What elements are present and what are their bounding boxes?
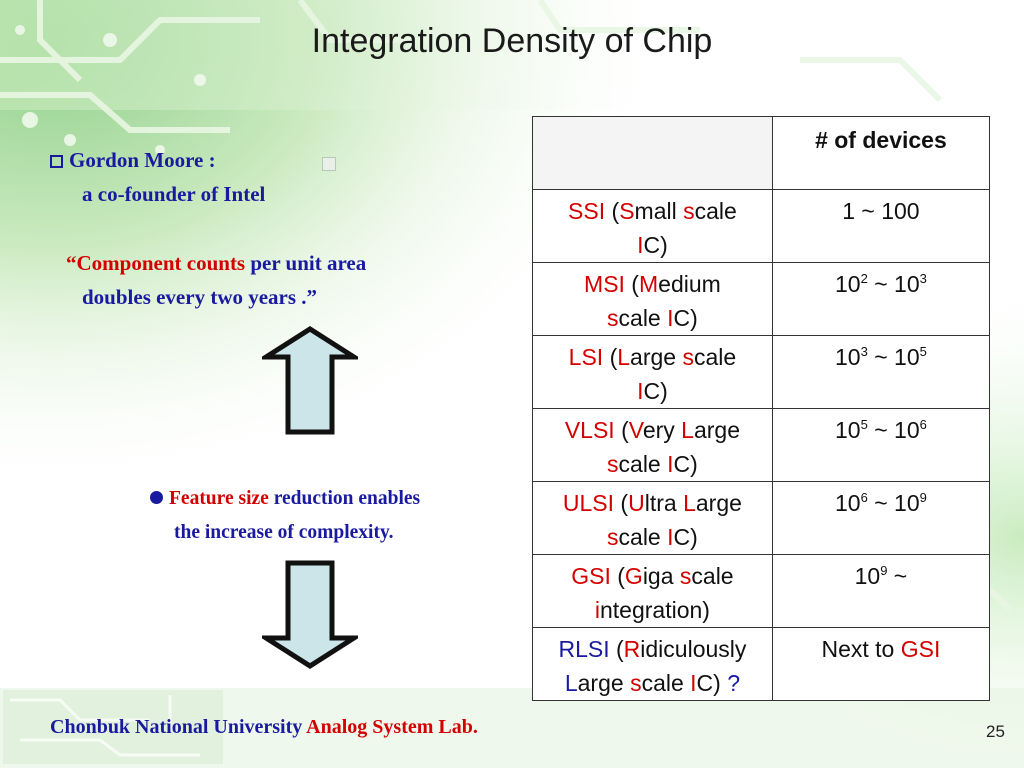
table-header-row: # of devices <box>532 116 991 190</box>
devices-cell: 109 ~ <box>771 554 991 628</box>
devices-cell: 105 ~ 106 <box>771 408 991 482</box>
up-arrow-icon <box>262 326 358 435</box>
feature-line1: Feature size reduction enables <box>150 482 420 516</box>
page-number: 25 <box>986 722 1005 741</box>
devices-cell: 1 ~ 100 <box>771 189 991 263</box>
moore-quote-line2: doubles every two years .” <box>82 285 318 309</box>
devices-cell: 106 ~ 109 <box>771 481 991 555</box>
quote-highlight: Component counts <box>76 251 246 275</box>
page-title: Integration Density of Chip <box>311 22 713 60</box>
feature-line2: the increase of complexity. <box>174 522 394 543</box>
moore-heading: Gordon Moore : <box>50 143 216 177</box>
devices-cell: Next to GSI <box>771 627 991 701</box>
devices-cell: 103 ~ 105 <box>771 335 991 409</box>
square-bullet-icon <box>50 155 63 168</box>
header-empty-cell <box>532 116 773 190</box>
university-name: Chonbuk National University <box>50 716 303 738</box>
footer-affiliation: Chonbuk National University Analog Syste… <box>50 716 478 739</box>
lab-name: Analog System Lab. <box>302 716 478 738</box>
placeholder-icon <box>322 157 336 171</box>
devices-cell: 102 ~ 103 <box>771 262 991 336</box>
down-arrow-icon <box>262 560 358 669</box>
header-devices: # of devices <box>771 116 991 190</box>
moore-quote-line1: “Component counts per unit area <box>66 251 367 275</box>
dot-bullet-icon <box>150 491 163 504</box>
moore-subheading: a co-founder of Intel <box>82 182 266 206</box>
